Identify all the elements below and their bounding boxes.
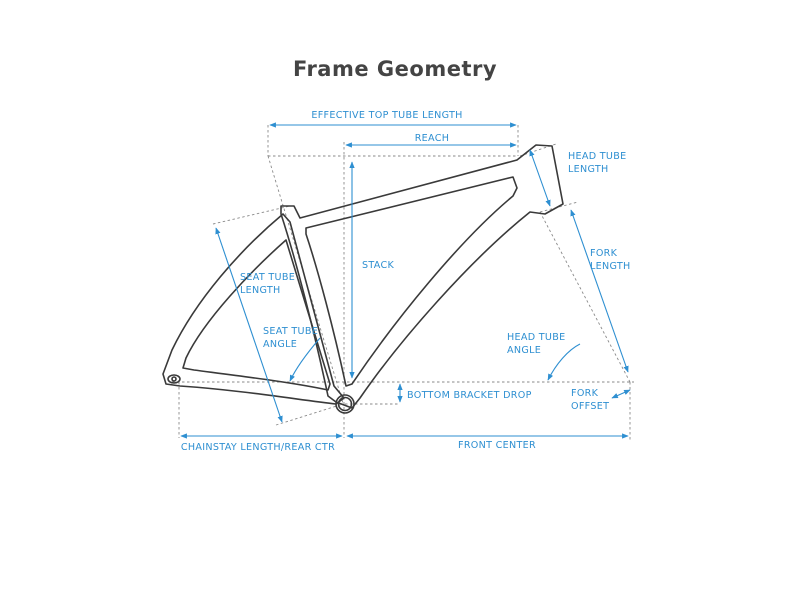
label-fork-length-2: LENGTH <box>590 261 631 272</box>
seat-tube-angle-arc <box>289 337 321 382</box>
label-head-tube-angle-2: ANGLE <box>507 345 541 356</box>
seat-tube-length-dimension <box>215 227 283 423</box>
label-fork-length-1: FORK <box>590 248 618 259</box>
label-seat-tube-angle-1: SEAT TUBE <box>263 326 318 337</box>
label-seat-tube-length-1: SEAT TUBE <box>240 272 295 283</box>
dimension-lines <box>180 122 631 439</box>
steering-axis-line <box>539 211 631 383</box>
rear-dropout <box>167 374 181 384</box>
bike-frame <box>162 144 564 414</box>
label-seat-tube-angle-2: ANGLE <box>263 339 297 350</box>
bottom-bracket-inner <box>337 396 353 412</box>
rear-triangle-outline <box>162 213 345 405</box>
label-stack: STACK <box>362 260 394 271</box>
front-triangle-outline <box>280 144 564 409</box>
label-head-tube-length-1: HEAD TUBE <box>568 151 627 162</box>
label-head-tube-angle-1: HEAD TUBE <box>507 332 566 343</box>
seat-tube-extension <box>267 155 344 404</box>
label-fork-offset-2: OFFSET <box>571 401 609 412</box>
label-head-tube-length-2: LENGTH <box>568 164 609 175</box>
seat-tube-length-tick <box>212 205 291 225</box>
label-effective-top-tube: EFFECTIVE TOP TUBE LENGTH <box>311 110 462 121</box>
label-bottom-bracket-drop: BOTTOM BRACKET DROP <box>407 390 532 401</box>
label-chainstay-length: CHAINSTAY LENGTH/REAR CTR <box>181 442 335 453</box>
rear-triangle-inner <box>182 239 331 391</box>
head-tube-angle-arc <box>547 343 581 381</box>
rear-axle <box>171 376 177 382</box>
dimension-labels: EFFECTIVE TOP TUBE LENGTH REACH HEAD TUB… <box>181 110 631 453</box>
head-tube-bottom-tick <box>539 201 579 213</box>
label-fork-offset-1: FORK <box>571 388 599 399</box>
bottom-bracket-shell <box>335 394 355 414</box>
front-triangle-inner <box>305 176 518 387</box>
fork-offset-dimension <box>611 389 631 399</box>
label-front-center: FRONT CENTER <box>458 440 536 451</box>
head-tube-length-dimension <box>529 149 551 207</box>
page-title: Frame Geometry <box>293 57 497 81</box>
fork-length-dimension <box>570 209 629 373</box>
label-seat-tube-length-2: LENGTH <box>240 285 281 296</box>
label-reach: REACH <box>415 133 450 144</box>
seat-tube-bottom-tick <box>275 403 344 426</box>
